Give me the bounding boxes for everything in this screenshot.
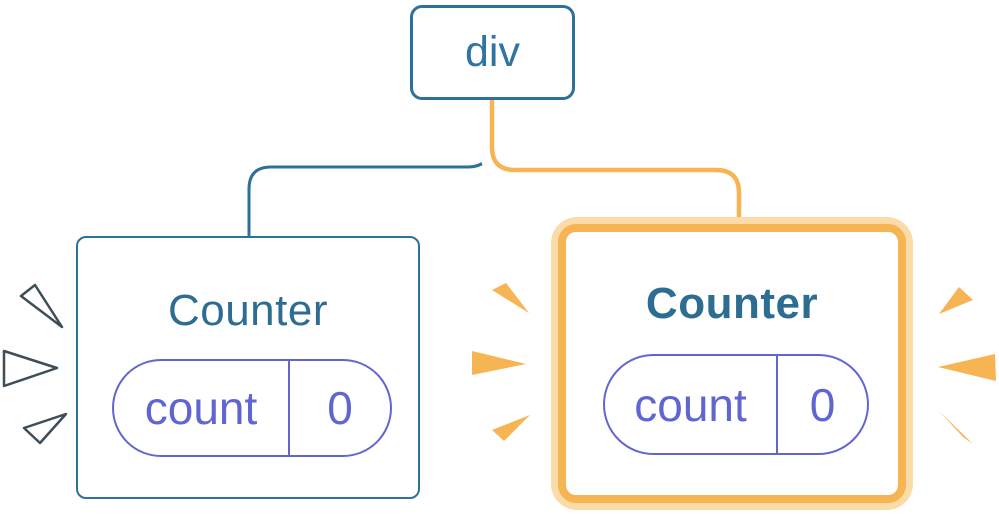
state-pill: count 0	[603, 354, 869, 455]
counter-title: Counter	[167, 286, 329, 335]
click-spark-icon-left-group	[2, 283, 68, 445]
counter-title: Counter	[645, 279, 819, 328]
click-spark-icon	[492, 283, 529, 313]
root-node-label: div	[465, 28, 520, 76]
edge-div-to-right-counter	[489, 98, 742, 219]
click-spark-icon	[22, 412, 68, 445]
edge-div-to-left-counter	[247, 98, 492, 238]
click-spark-icon-middle-group	[472, 283, 530, 441]
root-node: div	[410, 5, 575, 100]
click-spark-icon	[19, 283, 64, 329]
state-pill: count 0	[112, 359, 392, 457]
state-value: 0	[809, 378, 836, 431]
state-key: count	[114, 361, 290, 455]
state-value: 0	[327, 382, 353, 434]
click-spark-icon	[492, 415, 530, 441]
click-spark-icon	[938, 354, 996, 381]
click-spark-icon	[472, 351, 526, 375]
edge-div-to-right-counter-casing	[479, 98, 752, 219]
click-spark-icon	[939, 411, 973, 444]
click-spark-icon-right-group	[938, 287, 996, 444]
state-key: count	[605, 356, 778, 453]
click-spark-icon	[2, 349, 59, 388]
click-spark-icon	[939, 287, 973, 314]
